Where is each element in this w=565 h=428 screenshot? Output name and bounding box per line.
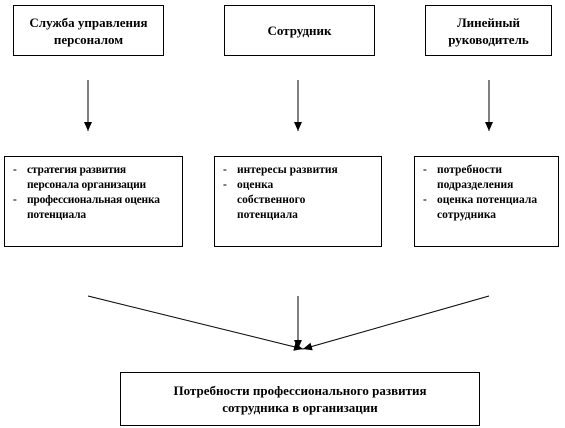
result-label: Потребности профессионального развития с… xyxy=(173,383,427,415)
list-item: интересы развития xyxy=(223,163,387,178)
list-item: профессиональная оценка потенциала xyxy=(13,193,178,223)
needs-box-hr-service: стратегия развития персонала организации… xyxy=(4,156,183,247)
needs-list-hr-service: стратегия развития персонала организации… xyxy=(13,163,178,223)
list-item: стратегия развития персонала организации xyxy=(13,163,178,193)
list-item: потребности подразделения xyxy=(423,163,538,193)
list-item: оценка собственного потенциала xyxy=(223,178,333,223)
role-box-hr-service: Служба управления персоналом xyxy=(13,5,164,56)
arrow-hr-needs-to-result xyxy=(87,295,304,351)
needs-list-line-manager: потребности подразделения оценка потенци… xyxy=(423,163,538,223)
needs-box-line-manager: потребности подразделения оценка потенци… xyxy=(414,156,559,247)
result-box: Потребности профессионального развития с… xyxy=(120,372,480,426)
role-label-hr-service: Служба управления персоналом xyxy=(29,14,148,47)
arrow-manager-needs-to-result xyxy=(302,295,490,351)
role-label-line-manager: Линейный руководитель xyxy=(448,14,529,47)
list-item: оценка потенциала сотрудника xyxy=(423,193,538,223)
role-box-employee: Сотрудник xyxy=(224,5,375,56)
role-box-line-manager: Линейный руководитель xyxy=(425,5,552,56)
needs-list-employee: интересы развития оценка собственного по… xyxy=(223,163,338,223)
needs-box-employee: интересы развития оценка собственного по… xyxy=(214,156,382,247)
role-label-employee: Сотрудник xyxy=(267,23,332,38)
